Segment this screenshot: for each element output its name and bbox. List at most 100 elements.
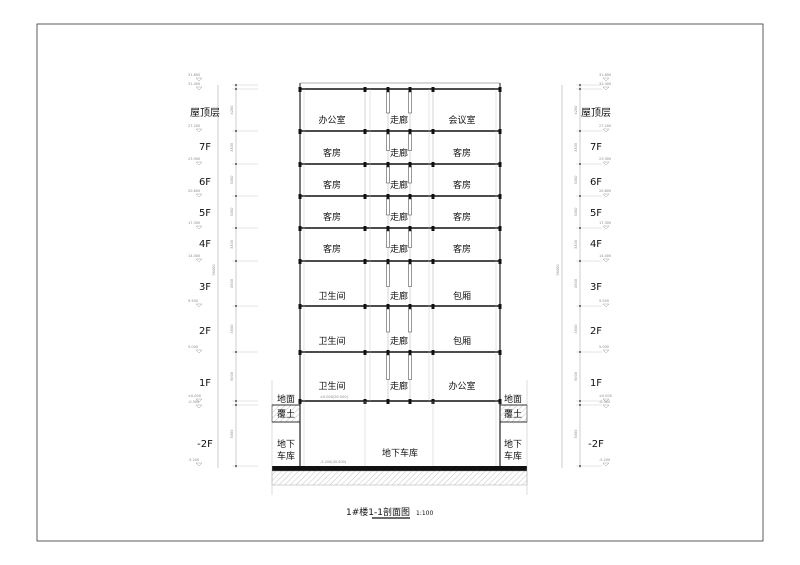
- floor-label-right: 1F: [590, 378, 602, 389]
- room-label: 客房: [323, 147, 341, 159]
- column-mark: [431, 304, 435, 309]
- column-mark: [498, 304, 502, 309]
- elevation-symbol: [195, 398, 203, 403]
- elevation-value: ±0.000: [599, 394, 612, 398]
- column-mark: [431, 226, 435, 231]
- column-mark: [408, 399, 412, 404]
- column-mark: [431, 259, 435, 264]
- elevation-value: 5.000: [188, 345, 198, 349]
- column-mark: [298, 129, 302, 134]
- column-mark: [498, 162, 502, 167]
- elevation-value: 31.400: [599, 82, 611, 86]
- column-mark: [363, 226, 367, 231]
- floor-label-left: -2F: [197, 439, 213, 450]
- column-mark: [408, 304, 412, 309]
- door-opening: [386, 263, 390, 287]
- column-mark: [431, 162, 435, 167]
- floor-height-dimension: 5000: [230, 372, 234, 381]
- column-mark: [386, 399, 390, 404]
- elevation-value: 23.900: [599, 157, 611, 161]
- basement-room-label: 地下车库: [382, 447, 418, 459]
- column-mark: [363, 304, 367, 309]
- elevation-symbol: [602, 161, 610, 166]
- dimension-dot: [235, 130, 237, 132]
- dimension-dot: [235, 351, 237, 353]
- floor-label-left: 5F: [199, 208, 211, 219]
- elevation-value: 14.000: [188, 254, 200, 258]
- basement-height-dimension: 5000: [574, 430, 578, 439]
- elevation-value: 17.300: [599, 221, 611, 225]
- elevation-symbol: [195, 349, 203, 354]
- room-label: 客房: [453, 243, 471, 255]
- column-mark: [386, 194, 390, 199]
- inner-elevation-mark: ±0.000(50.500): [320, 395, 349, 399]
- dimension-dot: [235, 84, 237, 86]
- dimension-dot: [235, 227, 237, 229]
- door-opening: [408, 354, 412, 380]
- elevation-value: 20.600: [188, 189, 200, 193]
- floor-label-left: 1F: [199, 378, 211, 389]
- elevation-value: 27.200: [188, 124, 200, 128]
- inner-elevation-mark: -5.200(45.500): [320, 460, 347, 464]
- room-label: 走廊: [390, 147, 408, 159]
- floor-label-right: 4F: [590, 239, 602, 250]
- elevation-symbol: [602, 258, 610, 263]
- drawing-scale: 1:100: [416, 510, 433, 517]
- door-opening: [408, 133, 412, 151]
- room-label: 办公室: [448, 380, 475, 392]
- dimension-dot: [235, 163, 237, 165]
- column-mark: [498, 259, 502, 264]
- floor-height-dimension: 4200: [574, 106, 578, 115]
- dimension-dot: [579, 88, 581, 90]
- room-label: 卫生间: [318, 335, 345, 347]
- elevation-symbol: [195, 258, 203, 263]
- column-mark: [386, 87, 390, 92]
- room-label: 包厢: [453, 290, 471, 302]
- elevation-symbol: [602, 86, 610, 91]
- dimension-dot: [579, 130, 581, 132]
- floor-label-left: 3F: [199, 282, 211, 293]
- ground-hatch: [271, 470, 528, 486]
- room-label: 卫生间: [318, 290, 345, 302]
- dimension-dot: [579, 465, 581, 467]
- room-label: 走廊: [390, 243, 408, 255]
- drawing-title: 1#楼1-1剖面图: [346, 506, 410, 518]
- door-opening: [408, 263, 412, 287]
- column-mark: [498, 129, 502, 134]
- room-label: 走廊: [390, 211, 408, 223]
- elevation-value: 23.900: [188, 157, 200, 161]
- side-garage-label: 地下: [504, 438, 522, 450]
- column-mark: [431, 350, 435, 355]
- total-height-dimension: 36400: [556, 264, 560, 275]
- elevation-symbol: [602, 193, 610, 198]
- dimension-dot: [579, 195, 581, 197]
- column-mark: [298, 259, 302, 264]
- elevation-value: 9.500: [599, 299, 609, 303]
- elevation-symbol: [195, 462, 203, 467]
- elevation-symbol: [602, 303, 610, 308]
- room-label: 办公室: [318, 114, 345, 126]
- door-opening: [386, 308, 390, 333]
- floor-label-left: 4F: [199, 239, 211, 250]
- elevation-value: 20.600: [599, 189, 611, 193]
- dimension-dot: [579, 84, 581, 86]
- basement-height-dimension: 5000: [230, 430, 234, 439]
- door-opening: [408, 308, 412, 333]
- column-mark: [408, 87, 412, 92]
- building-structure: [195, 77, 610, 495]
- floor-label-left: 7F: [199, 142, 211, 153]
- elevation-value: 5.000: [599, 345, 609, 349]
- column-mark: [363, 87, 367, 92]
- column-mark: [408, 194, 412, 199]
- basement-floor-slab: [272, 466, 527, 471]
- dimension-dot: [579, 305, 581, 307]
- side-garage-label: 车库: [277, 450, 295, 462]
- elevation-symbol: [602, 349, 610, 354]
- floor-height-dimension: 4500: [230, 325, 234, 334]
- room-label: 走廊: [390, 114, 408, 126]
- floor-height-dimension: 3300: [574, 176, 578, 185]
- floor-label-right: 3F: [590, 282, 602, 293]
- floor-height-dimension: 4500: [574, 325, 578, 334]
- floor-height-dimension: 3300: [574, 143, 578, 152]
